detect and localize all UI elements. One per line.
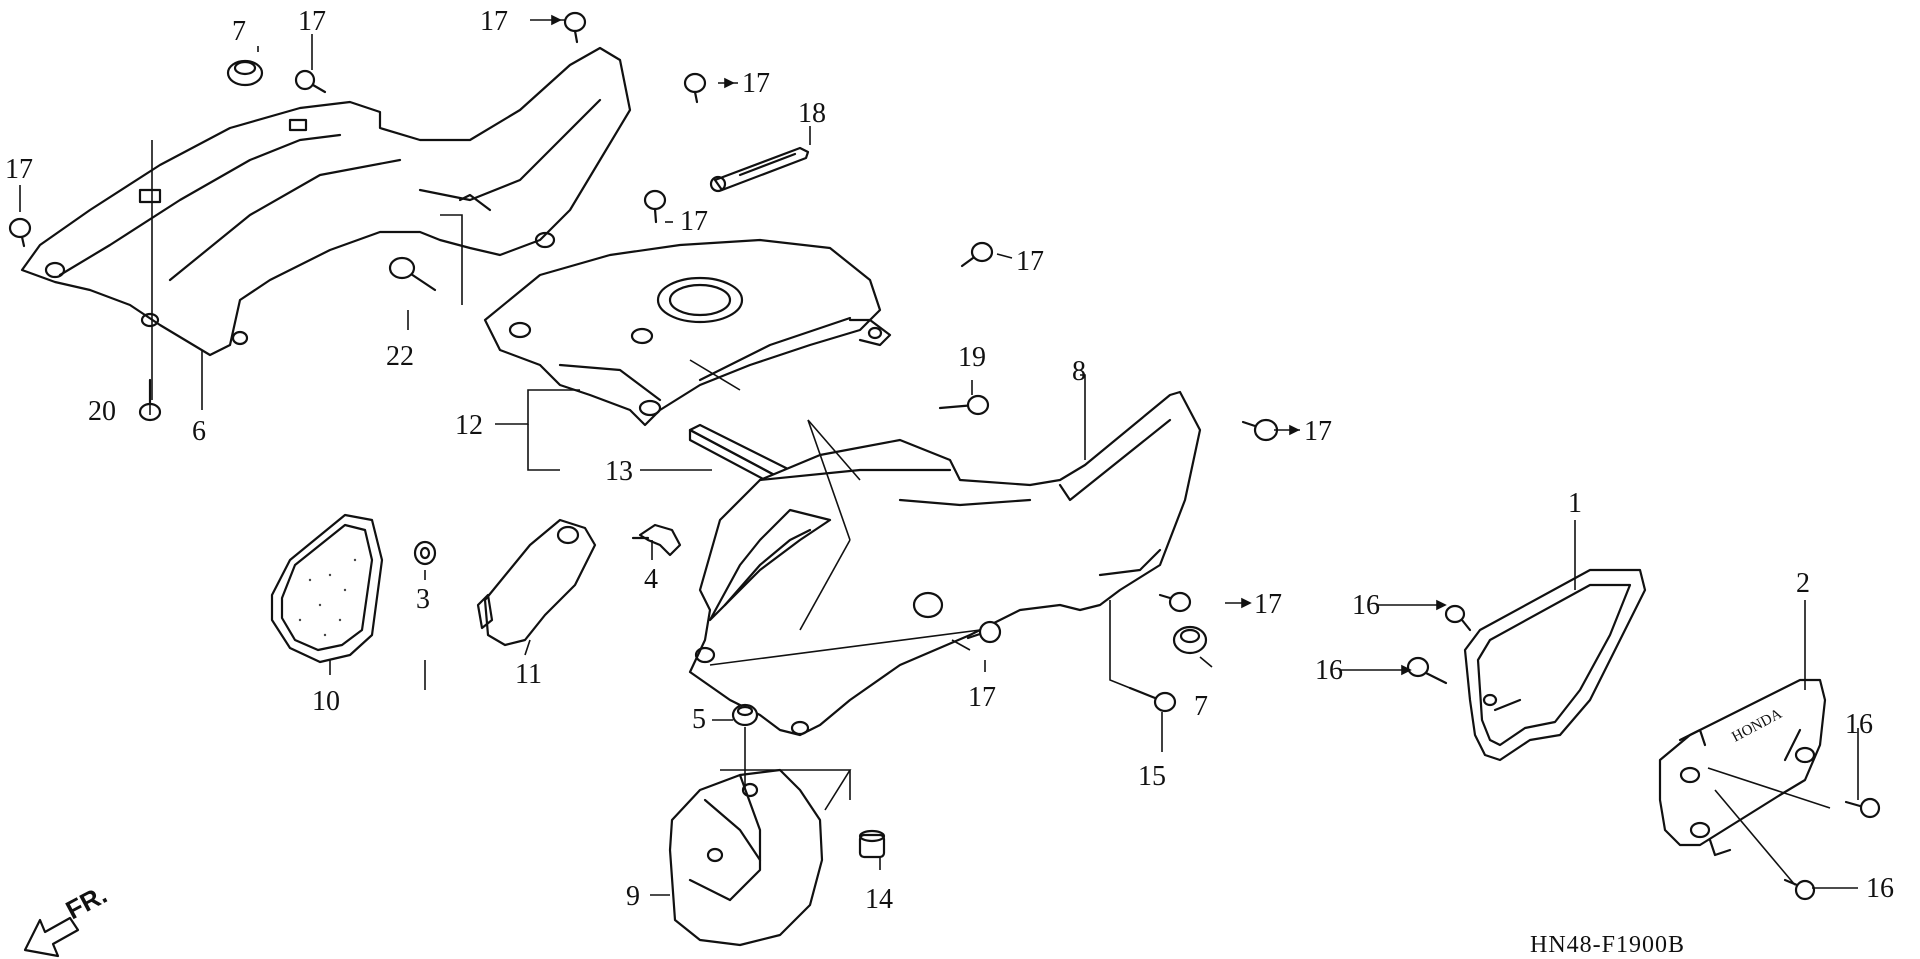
callout-2: 2 [1796, 568, 1810, 599]
front-direction-arrow [23, 916, 80, 958]
part-6-left-cover [20, 46, 632, 357]
part-18-strap [709, 146, 810, 193]
part-4-clip [631, 523, 682, 557]
callout-15: 15 [1138, 761, 1166, 792]
callout-7-right: 7 [1194, 691, 1208, 722]
callout-17-e: 17 [680, 206, 708, 237]
diagram-code: HN48-F1900B [1530, 932, 1685, 958]
part-14-cap [858, 829, 886, 859]
part-17-clips [8, 11, 1279, 644]
callout-arrowheads [551, 14, 1447, 676]
callout-17-c: 17 [5, 154, 33, 185]
callout-17-i: 17 [968, 682, 996, 713]
callout-16-b: 16 [1315, 655, 1343, 686]
part-11-lid [476, 518, 597, 647]
part-2-honda-plate [1658, 678, 1827, 857]
callout-7-top: 7 [232, 16, 246, 47]
callout-11: 11 [515, 659, 542, 690]
part-19-bolt [938, 394, 990, 416]
part-15-bolt [1128, 686, 1177, 713]
callout-18: 18 [798, 98, 826, 129]
callout-13: 13 [605, 456, 633, 487]
callout-labels: 1 2 3 4 5 6 7 7 8 9 10 11 12 13 14 15 16… [5, 6, 1894, 915]
callout-19: 19 [958, 342, 986, 373]
part-16-screws [1406, 604, 1881, 901]
callout-6: 6 [192, 416, 206, 447]
callout-16-c: 16 [1845, 709, 1873, 740]
part-7-grommet-top [226, 59, 264, 87]
callout-12: 12 [455, 410, 483, 441]
callout-17-a: 17 [298, 6, 326, 37]
callout-5: 5 [692, 704, 706, 735]
leader-lines [19, 19, 1859, 896]
callout-17-d: 17 [742, 68, 770, 99]
callout-17-f: 17 [1016, 246, 1044, 277]
part-22-bolt [388, 256, 437, 292]
callout-16-a: 16 [1352, 590, 1380, 621]
callout-1: 1 [1568, 488, 1582, 519]
callout-4: 4 [644, 564, 658, 595]
callout-14: 14 [865, 884, 893, 915]
callout-20: 20 [88, 396, 116, 427]
callout-17-b: 17 [480, 6, 508, 37]
part-3-washer [413, 540, 437, 566]
callout-17-g: 17 [1304, 416, 1332, 447]
part-1-frame [1463, 568, 1647, 762]
part-7-grommet-right [1172, 625, 1208, 655]
callout-17-h: 17 [1254, 589, 1282, 620]
callout-22: 22 [386, 341, 414, 372]
callout-10: 10 [312, 686, 340, 717]
callout-9: 9 [626, 881, 640, 912]
part-5-grommet [731, 703, 759, 727]
part-10-pad [270, 513, 384, 664]
callout-3: 3 [416, 584, 430, 615]
part-8-center-cover [688, 390, 1202, 737]
callout-16-d: 16 [1866, 873, 1894, 904]
part-12-tank-cover [483, 238, 892, 427]
callout-8: 8 [1072, 356, 1086, 387]
part-9-lower-cover [668, 768, 824, 947]
